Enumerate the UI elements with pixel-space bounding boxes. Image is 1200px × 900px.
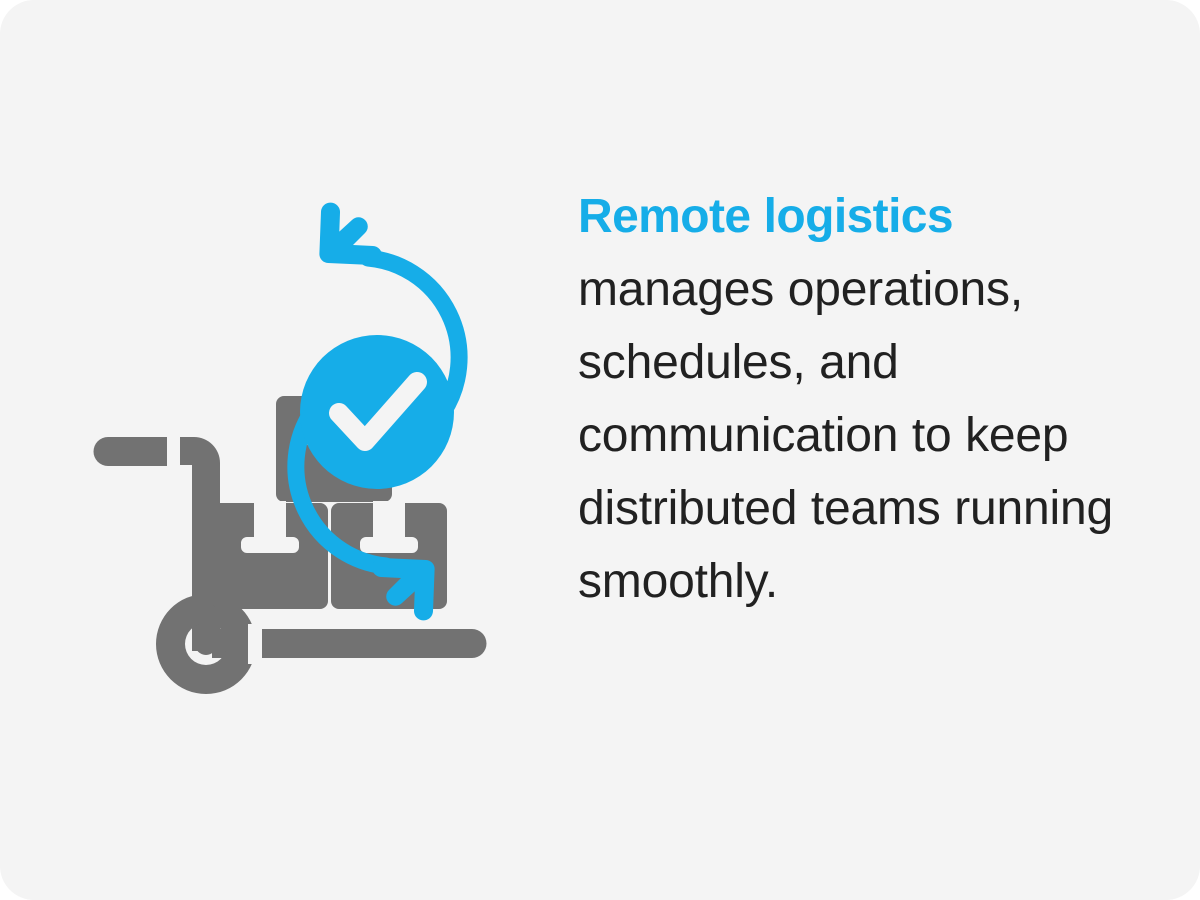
hand-truck-frame xyxy=(180,437,220,615)
package-box-bottom-left xyxy=(212,503,328,609)
handle-frame-gap xyxy=(167,432,180,471)
hand-truck-wheel-hub xyxy=(195,633,217,655)
card-text-block: Remote logistics manages operations, sch… xyxy=(578,180,1138,618)
sync-arrow-arc-top xyxy=(359,249,468,421)
package-box-bottom-left-flap-notch xyxy=(241,501,299,553)
sync-arrow-arc-bottom xyxy=(287,403,395,575)
sync-arrow-arc-top-head xyxy=(319,202,383,266)
hand-truck-wheel xyxy=(156,594,256,694)
checkmark xyxy=(329,372,427,451)
hand-truck-base-plate xyxy=(212,629,487,658)
sync-check-icon xyxy=(287,202,468,621)
wheel-baseplate-gap xyxy=(248,624,262,664)
logistics-illustration xyxy=(62,196,582,704)
card-paragraph: Remote logistics manages operations, sch… xyxy=(578,180,1138,618)
card-body-text: manages operations, schedules, and commu… xyxy=(578,263,1113,608)
check-circle-badge xyxy=(300,335,454,489)
sync-arrow-arc-bottom-head xyxy=(371,557,435,621)
package-box-bottom-right-flap-notch xyxy=(360,501,418,553)
hand-truck-handle xyxy=(93,437,167,466)
page-title: Remote logistics xyxy=(578,190,954,243)
